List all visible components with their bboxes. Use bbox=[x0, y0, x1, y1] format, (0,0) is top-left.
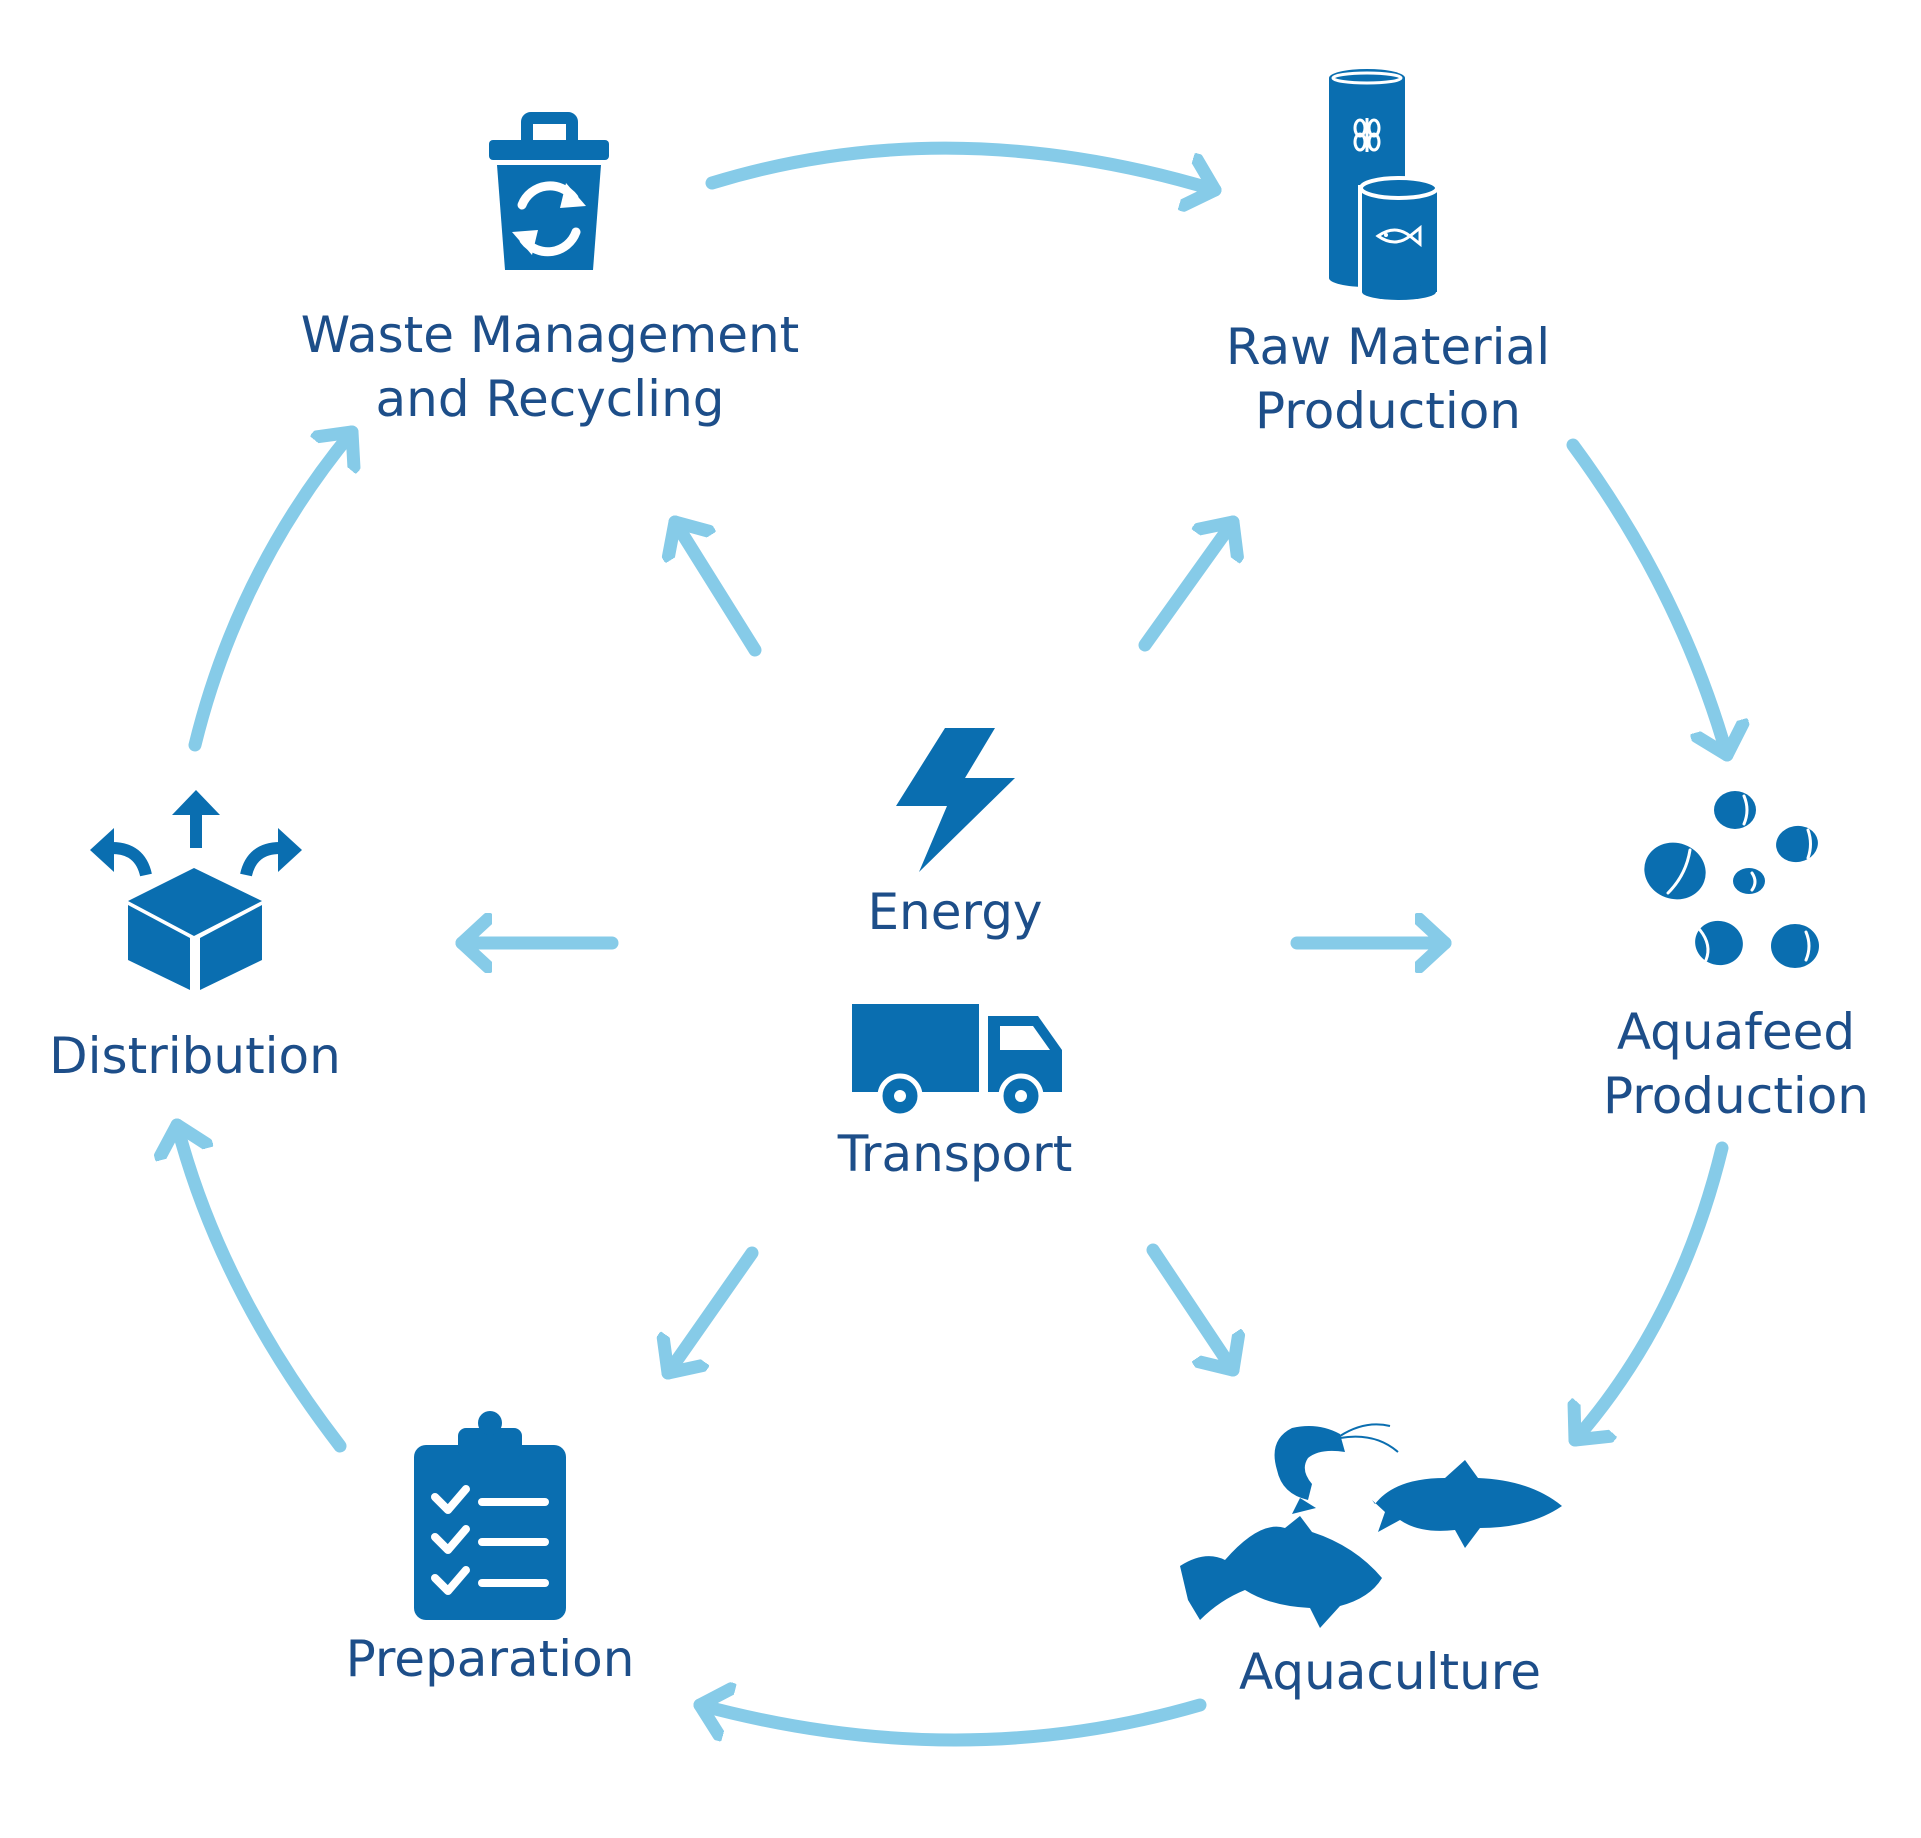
preparation-label: Preparation bbox=[345, 1630, 635, 1688]
aquafeed-label-line2: Production bbox=[1602, 1067, 1869, 1125]
arrow-center-to-waste bbox=[675, 515, 762, 657]
arrow-aquafeed-to-aquaculture bbox=[1575, 1141, 1729, 1447]
arrow-center-to-preparation bbox=[668, 1246, 759, 1380]
arrow-waste-to-raw bbox=[705, 141, 1222, 190]
waste-management-label: Waste Management and Recycling bbox=[270, 303, 830, 431]
arrow-raw-to-aquafeed bbox=[1566, 438, 1727, 762]
distribution-label: Distribution bbox=[49, 1027, 341, 1085]
package-distribution-icon bbox=[90, 790, 302, 990]
transport-label: Transport bbox=[837, 1125, 1073, 1183]
center-arrows bbox=[455, 515, 1452, 1380]
raw-label-line2: Production bbox=[1254, 382, 1521, 440]
arrow-center-to-raw bbox=[1138, 515, 1233, 652]
lightning-bolt-icon bbox=[896, 728, 1015, 872]
waste-label-line1: Waste Management bbox=[300, 306, 800, 364]
aquafeed-label-line1: Aquafeed bbox=[1616, 1003, 1856, 1061]
arrow-distribution-to-waste bbox=[188, 425, 352, 752]
feed-pellets-icon bbox=[1644, 791, 1819, 968]
raw-material-label: Raw Material Production bbox=[1188, 315, 1588, 443]
energy-label: Energy bbox=[867, 883, 1043, 941]
waste-label-line2: and Recycling bbox=[375, 370, 725, 428]
raw-label-line1: Raw Material bbox=[1225, 318, 1551, 376]
truck-icon bbox=[852, 1004, 1062, 1119]
arrow-center-to-aquaculture bbox=[1146, 1243, 1233, 1377]
recycle-bin-icon bbox=[489, 112, 609, 270]
ingredient-cans-icon bbox=[1329, 69, 1440, 300]
arrow-aquaculture-to-preparation bbox=[693, 1705, 1207, 1747]
clipboard-checklist-icon bbox=[414, 1411, 566, 1620]
aquaculture-label: Aquaculture bbox=[1239, 1643, 1541, 1701]
arrow-preparation-to-distribution bbox=[177, 1118, 347, 1453]
cycle-arrows bbox=[177, 141, 1729, 1747]
aquafeed-label: Aquafeed Production bbox=[1566, 1000, 1906, 1128]
fish-shrimp-icon bbox=[1180, 1423, 1562, 1628]
